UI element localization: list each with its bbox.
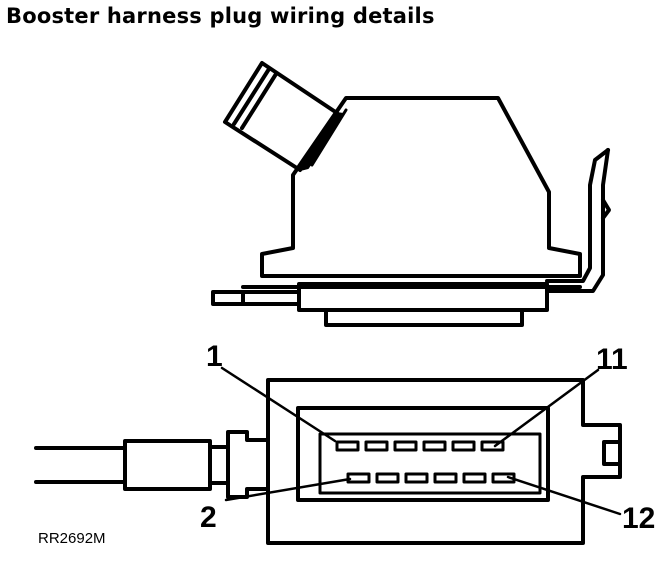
wire-boot [123, 439, 212, 491]
terminal-slot [364, 440, 389, 452]
terminal-slot [393, 440, 418, 452]
terminal-slot [451, 440, 476, 452]
callout-pin-12: 12 [622, 502, 655, 535]
terminal-row-bottom [346, 472, 516, 484]
leader-pin-2 [224, 477, 352, 502]
callout-pin-11: 11 [596, 343, 628, 376]
terminal-slot [335, 440, 360, 452]
terminal-slot [346, 472, 371, 484]
harness-wires [34, 446, 127, 484]
terminal-slot [422, 440, 447, 452]
leader-lines [220, 366, 622, 516]
locking-clip [545, 148, 611, 293]
base-flange [211, 282, 582, 327]
leader-pin-1 [220, 366, 337, 443]
callout-pin-2: 2 [200, 501, 217, 534]
terminal-slot [433, 472, 458, 484]
terminal-slot [404, 472, 429, 484]
terminal-slot [375, 472, 400, 484]
leader-pin-11 [493, 368, 600, 448]
callout-pin-1: 1 [206, 340, 223, 373]
terminal-row-top [335, 440, 505, 452]
leader-pin-12 [506, 475, 622, 516]
terminal-slot [480, 440, 505, 452]
plug-side-view [211, 61, 611, 327]
diagram-title: Booster harness plug wiring details [6, 4, 435, 28]
terminal-slot [462, 472, 487, 484]
pin-cavity [318, 432, 542, 495]
plug-hood [260, 96, 582, 278]
socket-frame [296, 406, 550, 502]
cable-gland [223, 61, 344, 172]
outer-housing [266, 378, 622, 545]
reference-code: RR2692M [38, 530, 106, 547]
plug-face-view [34, 366, 622, 545]
